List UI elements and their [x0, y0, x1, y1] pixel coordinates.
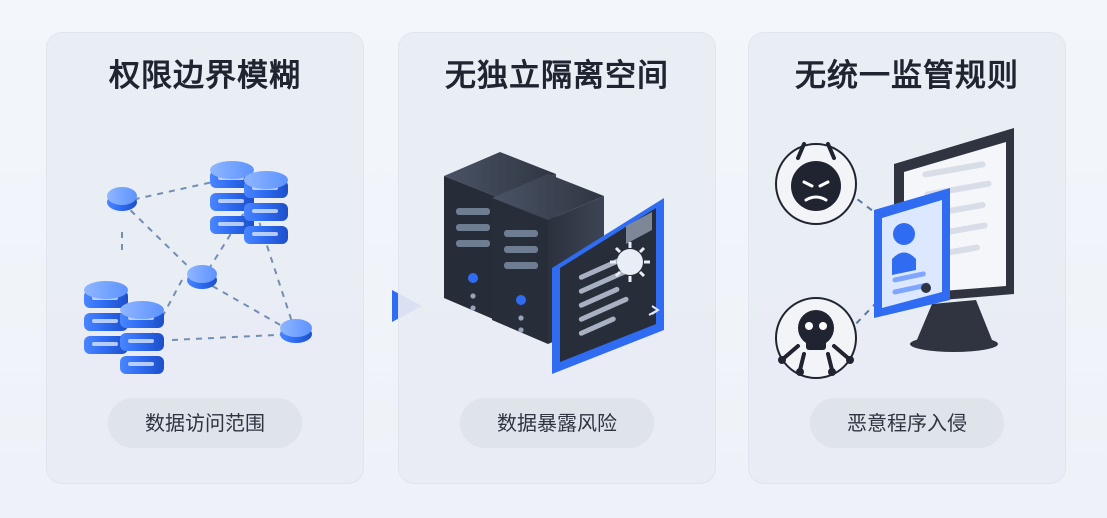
server-stack-icon	[120, 301, 164, 374]
user-profile-icon	[874, 188, 950, 318]
network-node-icon	[280, 319, 312, 343]
panel-title: 权限边界模糊	[109, 58, 301, 94]
skull-virus-icon	[775, 297, 857, 379]
network-link	[121, 201, 203, 281]
server-stack-icon	[210, 161, 254, 234]
screen-panel-icon	[552, 198, 664, 374]
angry-bot-icon	[775, 142, 857, 225]
badge-data-access-scope: 数据访问范围	[108, 398, 302, 448]
threat-link	[847, 269, 909, 333]
security-threat-illustration	[775, 128, 1014, 379]
panel-title: 无统一监管规则	[795, 58, 1019, 94]
panel-regulation-rules: 无统一监管规则	[748, 32, 1066, 484]
panel-isolation-space: 无独立隔离空间	[398, 32, 716, 484]
server-stack-icon	[244, 171, 288, 244]
panel-title: 无独立隔离空间	[445, 58, 669, 94]
panel-permission-boundary: 权限边界模糊	[46, 32, 364, 484]
server-isolation-illustration	[444, 152, 664, 374]
network-node-icon	[187, 265, 217, 289]
badge-data-exposure-risk: 数据暴露风险	[460, 398, 654, 448]
badge-malware-intrusion: 恶意程序入侵	[810, 398, 1004, 448]
server-stack-icon	[84, 281, 128, 354]
network-illustration	[84, 161, 312, 374]
network-link	[121, 179, 223, 203]
network-link	[171, 333, 297, 341]
network-node-icon	[107, 187, 137, 211]
threat-link	[847, 191, 917, 245]
